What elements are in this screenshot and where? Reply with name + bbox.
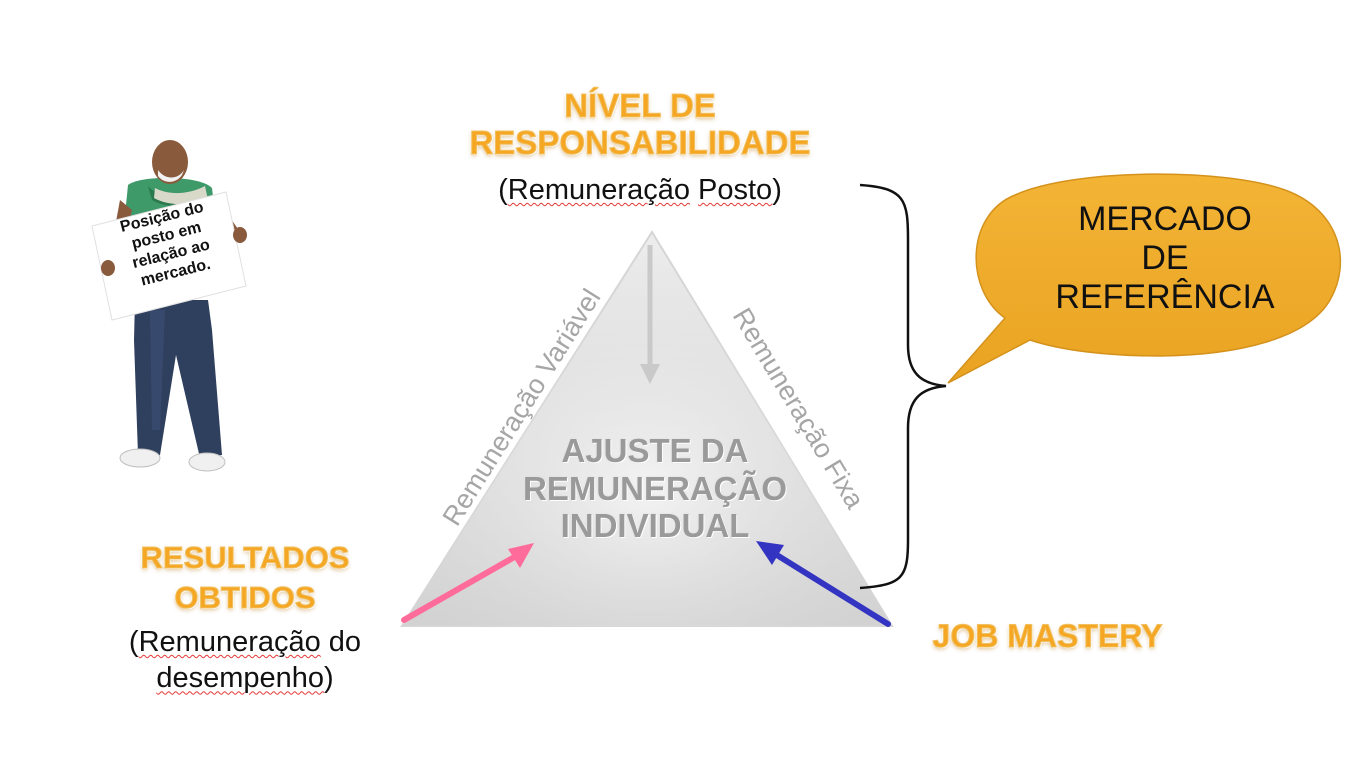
person-sign-board [91, 191, 247, 321]
center-label-line3: INDIVIDUAL [560, 507, 750, 545]
left-node-title-line2: OBTIDOS [174, 580, 316, 616]
subtitle-word: Remuneração [138, 626, 321, 658]
top-node-title-line1: NÍVEL DE [564, 87, 717, 125]
subtitle-word: Remuneração [507, 174, 690, 206]
left-node-title: RESULTADOS OBTIDOS [90, 538, 400, 619]
left-pink-arrow [401, 543, 534, 623]
speech-bubble-line1: MERCADO [1078, 200, 1252, 238]
left-node-subtitle: (Remuneração do desempenho) [90, 624, 400, 697]
person-illustration [91, 140, 247, 472]
subtitle-word: do [320, 626, 362, 658]
paren-close: ) [772, 174, 782, 206]
top-node-subtitle: (Remuneração Posto) [430, 174, 850, 207]
right-blue-arrow [756, 541, 891, 627]
center-label: AJUSTE DA REMUNERAÇÃO INDIVIDUAL [490, 432, 820, 545]
center-label-line1: AJUSTE DA [561, 432, 749, 469]
speech-bubble [947, 173, 1342, 384]
center-label-line2: REMUNERAÇÃO [523, 469, 787, 507]
speech-bubble-line2: DE [1141, 239, 1189, 278]
paren-open: ( [128, 626, 139, 658]
speech-bubble-text: MERCADO DE REFERÊNCIA [1015, 200, 1315, 317]
top-node-title: NÍVEL DE RESPONSABILIDADE [430, 87, 850, 162]
paren-close: ) [324, 662, 334, 695]
right-node-title: JOB MASTERY [932, 618, 1163, 655]
top-down-arrow [640, 245, 660, 384]
subtitle-word: desempenho [156, 662, 324, 695]
speech-bubble-line3: REFERÊNCIA [1055, 278, 1275, 317]
paren-open: ( [498, 174, 508, 206]
subtitle-word: Posto [698, 174, 773, 206]
top-node-title-line2: RESPONSABILIDADE [469, 123, 811, 161]
curly-brace [859, 183, 947, 590]
triangle-shading [402, 232, 892, 626]
left-node-title-line1: RESULTADOS [140, 539, 350, 575]
